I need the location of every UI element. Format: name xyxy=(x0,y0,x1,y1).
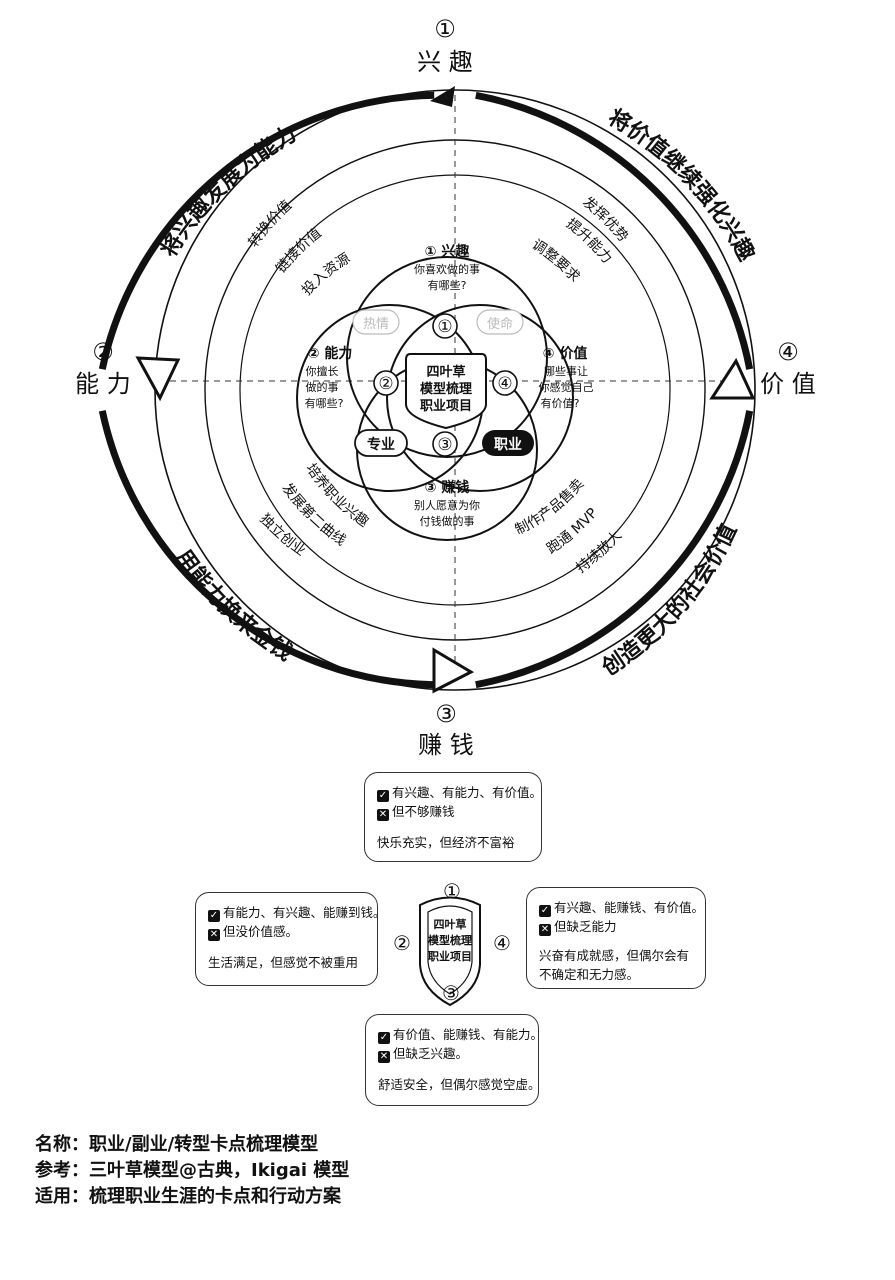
circle-top-text: 你喜欢做的事 xyxy=(414,262,480,276)
card-no-text: 但没价值感。 xyxy=(223,924,299,939)
card-summary: 快乐充实，但经济不富裕 xyxy=(377,835,515,850)
arrow-top-icon xyxy=(430,86,455,107)
circle-left-text: 有哪些? xyxy=(305,396,344,410)
check-icon: ✓ xyxy=(378,1032,390,1044)
ring-action-top-left: 投入资源 xyxy=(299,251,353,299)
check-icon: ✓ xyxy=(208,910,220,922)
pole-right-label: 价 值 xyxy=(760,370,816,398)
card-no-text: 但不够赚钱 xyxy=(392,804,455,819)
circle-bottom-text: 付钱做的事 xyxy=(420,514,475,528)
outer-ring-arc xyxy=(475,91,754,370)
ring-action-top-right: 调整要求 xyxy=(529,237,583,286)
mini-center-text: 模型梳理 xyxy=(428,933,472,947)
petal-pill-top-left xyxy=(352,309,400,335)
circle-top-title: ① 兴趣 xyxy=(425,243,471,260)
venn-circle-right xyxy=(386,304,574,492)
check-icon: ✓ xyxy=(539,905,551,917)
pole-right-number: ④ xyxy=(777,338,799,366)
ring-action-top-left: 转换价值 xyxy=(246,197,296,250)
petal-label-top-left: 热情 xyxy=(363,317,389,332)
mini-shield xyxy=(419,896,481,1007)
petal-label-top-right: 使命 xyxy=(487,316,513,332)
card-summary: 兴奋有成就感，但偶尔会有 xyxy=(539,948,690,963)
circle-bottom-text: 别人愿意为你 xyxy=(414,498,480,512)
card-bottom: ✓有价值、能赚钱、有能力。 ✕但缺乏兴趣。 舒适安全，但偶尔感觉空虚。 xyxy=(365,1014,543,1106)
footer-info: 名称：职业/副业/转型卡点梳理模型 参考：三叶草模型@古典，Ikigai 模型 … xyxy=(35,1132,349,1210)
mini-center-text: 职业项目 xyxy=(428,949,472,963)
cross-icon: ✕ xyxy=(539,924,551,936)
card-top: ✓有兴趣、有能力、有价值。 ✕但不够赚钱 快乐充实，但经济不富裕 xyxy=(364,772,542,862)
pole-top-number: ① xyxy=(434,15,456,43)
check-icon: ✓ xyxy=(377,790,389,802)
footer-name: 名称：职业/副业/转型卡点梳理模型 xyxy=(35,1134,319,1155)
mini-center-text: 四叶草 xyxy=(434,917,467,931)
mini-number-left: ② xyxy=(393,931,411,955)
outer-ring-arc xyxy=(475,410,754,689)
petal-pill-top-right xyxy=(476,309,524,335)
footer-usage: 适用：梳理职业生涯的卡点和行动方案 xyxy=(35,1186,341,1207)
cross-icon: ✕ xyxy=(377,809,389,821)
pole-left-number: ② xyxy=(92,338,114,366)
petal-label-bottom-left: 专业 xyxy=(367,436,395,453)
intersection-number: ③ xyxy=(437,435,452,455)
arrow-right-icon xyxy=(709,357,756,400)
circle-left-text: 你擅长 xyxy=(306,364,339,378)
arrow-bottom-icon xyxy=(432,647,475,694)
outer-arc-text-top-right: 将价值继续强化兴趣 xyxy=(604,104,760,265)
footer-reference: 参考：三叶草模型@古典，Ikigai 模型 xyxy=(35,1160,350,1181)
petal-pill-bottom-right xyxy=(482,430,534,456)
cross-icon: ✕ xyxy=(378,1051,390,1063)
card-yes-text: 有兴趣、有能力、有价值。 xyxy=(392,785,543,800)
circle-right-text: 哪些事让 xyxy=(544,364,588,378)
venn-circle-top xyxy=(346,256,548,458)
circle-right-title: ④ 价值 xyxy=(543,345,588,362)
center-text: 四叶草 xyxy=(426,364,465,380)
center-text: 职业项目 xyxy=(420,398,472,414)
petal-pill-bottom-left xyxy=(354,429,408,457)
outer-arc-text-top-left: 将兴趣发展为能力 xyxy=(156,121,301,261)
circle-right-text: 有价值? xyxy=(541,396,580,410)
intersection-number: ④ xyxy=(497,374,512,394)
mini-shield-inner xyxy=(427,905,473,995)
circle-left-text: 做的事 xyxy=(306,380,339,394)
card-no-text: 但缺乏兴趣。 xyxy=(393,1046,469,1061)
card-yes-text: 有能力、有兴趣、能赚到钱。 xyxy=(223,905,386,920)
cross-icon: ✕ xyxy=(208,929,220,941)
circle-bottom-title: ③ 赚钱 xyxy=(425,479,470,496)
ring-action-top-left: 链接价值 xyxy=(273,225,324,276)
outer-arc-text-bottom-left: 用能力换来金钱 xyxy=(170,545,297,666)
pole-left-label: 能 力 xyxy=(75,370,131,398)
intersection-number: ① xyxy=(437,317,452,337)
circle-right-text: 你感觉自己 xyxy=(539,381,594,394)
mini-number-top: ① xyxy=(443,879,461,903)
card-summary: 不确定和无力感。 xyxy=(539,967,640,982)
intersection-number-badge xyxy=(373,370,399,396)
card-no-text: 但缺乏能力 xyxy=(554,919,617,934)
pole-bottom-number: ③ xyxy=(435,700,457,728)
circle-left-title: ② 能力 xyxy=(308,345,353,362)
intersection-number: ② xyxy=(378,374,393,394)
card-summary: 生活满足，但感觉不被重用 xyxy=(208,955,359,970)
card-summary: 舒适安全，但偶尔感觉空虚。 xyxy=(378,1077,541,1092)
arrow-left-icon xyxy=(135,356,181,402)
card-right: ✓有兴趣、能赚钱、有价值。 ✕但缺乏能力 兴奋有成就感，但偶尔会有 不确定和无力… xyxy=(526,887,706,989)
intersection-number-badge xyxy=(432,313,458,339)
mini-number-bottom: ③ xyxy=(442,981,460,1005)
mini-number-right: ④ xyxy=(493,931,511,955)
center-text: 模型梳理 xyxy=(420,381,472,397)
pole-bottom-label: 赚 钱 xyxy=(418,731,474,759)
card-yes-text: 有兴趣、能赚钱、有价值。 xyxy=(554,900,705,915)
pole-top-label: 兴 趣 xyxy=(417,48,473,76)
circle-top-text: 有哪些? xyxy=(428,278,467,292)
intersection-number-badge xyxy=(492,370,518,396)
center-shield xyxy=(405,353,487,430)
card-yes-text: 有价值、能赚钱、有能力。 xyxy=(393,1027,544,1042)
intersection-number-badge xyxy=(432,431,458,457)
card-left: ✓有能力、有兴趣、能赚到钱。 ✕但没价值感。 生活满足，但感觉不被重用 xyxy=(195,892,386,986)
petal-label-bottom-right: 职业 xyxy=(494,437,522,453)
mini-shield-diagram: 四叶草 模型梳理 职业项目 ① ② ④ ③ xyxy=(393,879,511,1007)
